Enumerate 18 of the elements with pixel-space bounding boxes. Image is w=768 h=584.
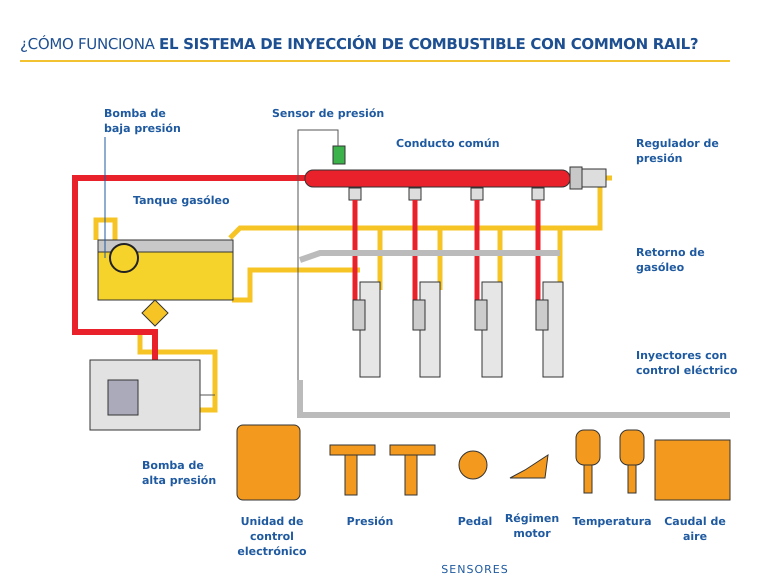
- sensor-label: Régimen motor: [504, 511, 560, 541]
- sensor-label: Caudal de aire: [663, 514, 727, 544]
- component-label: Tanque gasóleo: [133, 193, 231, 208]
- component-label: Bomba de alta presión: [142, 458, 218, 488]
- component-label: Bomba de baja presión: [104, 106, 184, 136]
- component-label: Conducto común: [396, 136, 501, 151]
- pump-icon: [109, 243, 139, 273]
- component-label: Retorno de gasóleo: [636, 245, 706, 275]
- group-label: SENSORES: [440, 562, 510, 577]
- sensor-label: Pedal: [456, 514, 494, 529]
- sensor-label: Presión: [346, 514, 394, 529]
- component-label: Inyectores con control eléctrico: [636, 348, 738, 378]
- sensor-label: Temperatura: [572, 514, 652, 529]
- component-label: Unidad de control electrónico: [236, 514, 308, 559]
- component-label: Regulador de presión: [636, 136, 720, 166]
- leader-line: [104, 136, 106, 258]
- component-label: Sensor de presión: [272, 106, 386, 121]
- title: ¿CÓMO FUNCIONA EL SISTEMA DE INYECCIÓN DE COMBUSTIBLE CON COMMON RAIL?: [20, 35, 698, 53]
